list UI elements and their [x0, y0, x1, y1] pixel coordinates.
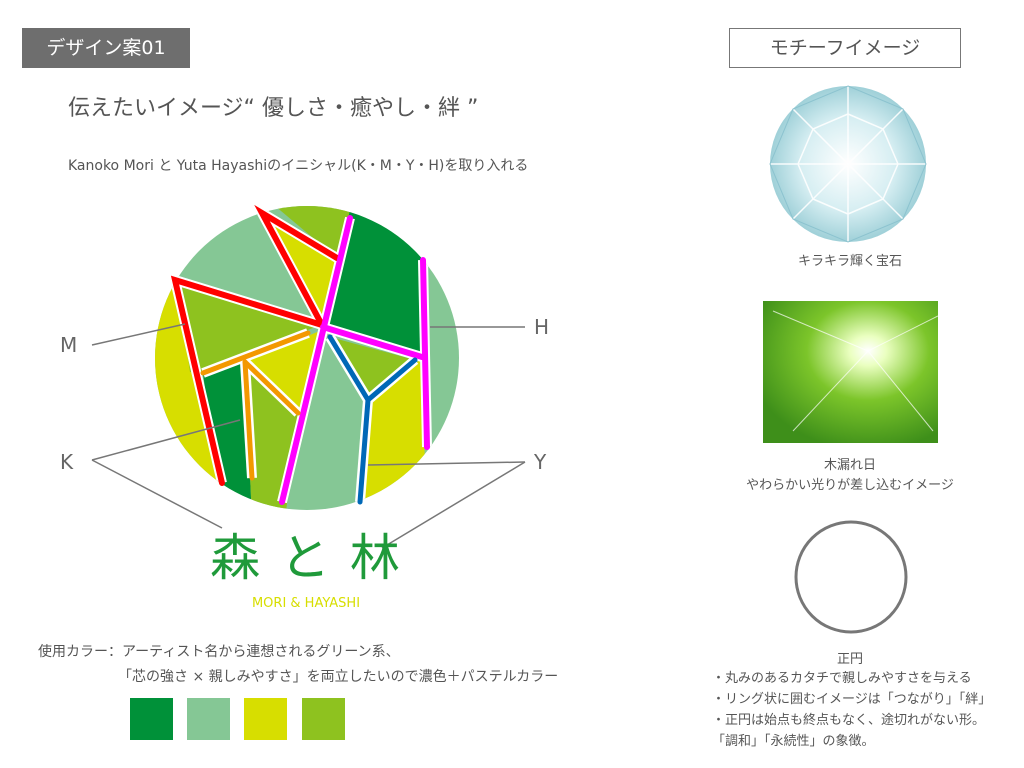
label-m: M	[60, 333, 78, 357]
note: ・正円は始点も終点もなく、途切れがない形。	[712, 713, 986, 728]
swatch-yellow-green	[244, 698, 287, 740]
design-badge: デザイン案01	[22, 28, 190, 68]
label-k: K	[60, 450, 74, 474]
leader-lines	[91, 323, 526, 549]
logo-graphic	[91, 204, 526, 549]
letter-m-top	[254, 204, 340, 328]
forest-caption-1: 木漏れ日	[823, 458, 876, 473]
subtitle: Kanoko Mori と Yuta Hayashiのイニシャル(K・M・Y・H…	[68, 158, 529, 174]
swatch-pastel-green	[187, 698, 230, 740]
letter-m	[170, 275, 325, 486]
circle-caption: 正円	[836, 652, 863, 667]
label-y: Y	[534, 450, 547, 474]
swatch-dark-green	[130, 698, 173, 740]
note: ・リング状に囲むイメージは「つながり」「絆」	[712, 692, 992, 707]
color-text-1: 使用カラー：アーティスト名から連想されるグリーン系、	[38, 644, 400, 660]
headline: 伝えたいイメージ“ 優しさ・癒やし・絆 ”	[68, 96, 479, 121]
logo-kanji: 森 と 林	[210, 529, 402, 587]
letter-k	[200, 330, 311, 481]
logo-romaji: MORI & HAYASHI	[251, 596, 361, 611]
color-text-2: 「芯の強さ × 親しみやすさ」を両立したいので濃色＋パステルカラー	[118, 669, 559, 685]
color-description: 使用カラー：アーティスト名から連想されるグリーン系、「芯の強さ × 親しみやすさ…	[38, 640, 558, 690]
circle-icon	[794, 520, 908, 634]
note: ・丸みのあるカタチで親しみやすさを与える	[712, 671, 972, 686]
label-h: H	[534, 315, 550, 339]
gem-image	[769, 85, 927, 243]
motif-title: モチーフイメージ	[729, 28, 961, 68]
swatch-leaf-green	[302, 698, 345, 740]
circle-notes: ・丸みのあるカタチで親しみやすさを与える・リング状に囲むイメージは「つながり」「…	[712, 668, 991, 752]
gem-caption: キラキラ輝く宝石	[797, 254, 902, 269]
letter-h	[279, 215, 430, 505]
forest-caption-2: やわらかい光りが差し込むイメージ	[746, 478, 954, 493]
letter-y	[327, 334, 418, 505]
note: 「調和」「永続性」の象徴。	[712, 734, 875, 749]
forest-image	[763, 301, 938, 443]
